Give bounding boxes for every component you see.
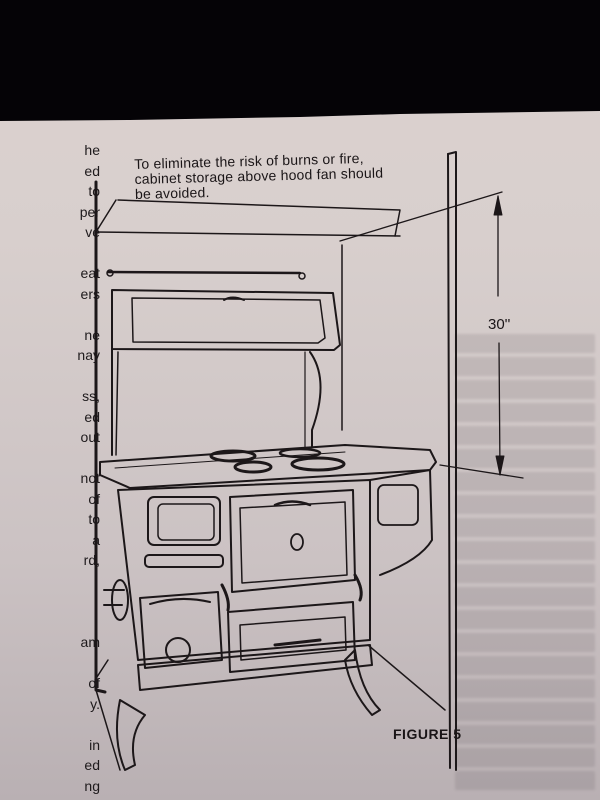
text-fragment: nay bbox=[77, 347, 100, 363]
text-fragment: he bbox=[84, 142, 100, 158]
dimension-label: 30'' bbox=[488, 316, 511, 333]
text-fragment: ng bbox=[84, 777, 100, 794]
text-fragment: ed bbox=[84, 162, 100, 179]
text-fragment: y. bbox=[90, 695, 100, 712]
text-fragment: to bbox=[88, 511, 100, 527]
bleed-through-text bbox=[455, 330, 595, 794]
text-fragment: in bbox=[89, 736, 100, 753]
figure-caption: FIGURE 5 bbox=[393, 726, 462, 742]
text-fragment: of bbox=[88, 675, 100, 691]
safety-callout: To eliminate the risk of burns or fire, … bbox=[133, 149, 384, 202]
text-fragment: of bbox=[88, 490, 100, 507]
text-fragment: to bbox=[88, 183, 100, 199]
text-fragment: ed bbox=[84, 757, 100, 773]
